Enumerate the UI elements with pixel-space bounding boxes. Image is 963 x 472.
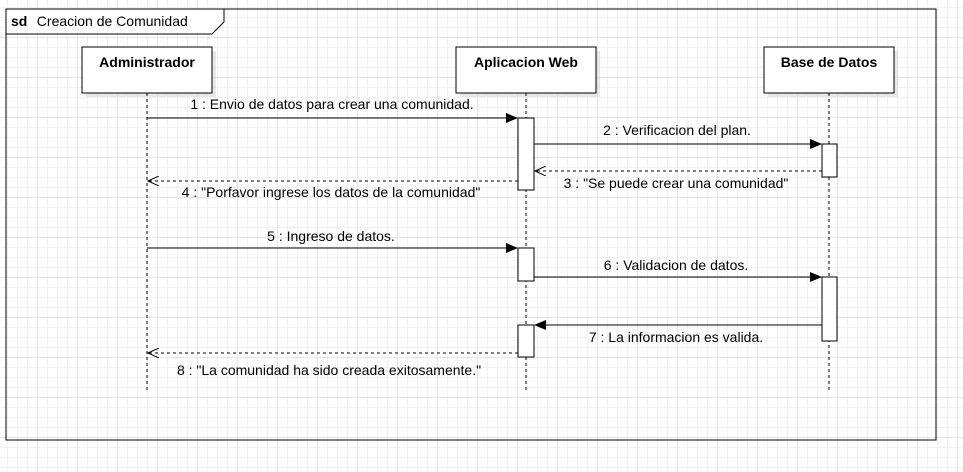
activation-db-2[interactable] bbox=[821, 276, 838, 342]
lifeline-administrador[interactable]: Administrador bbox=[81, 46, 216, 393]
diagram-frame bbox=[5, 8, 937, 441]
activation-web-3[interactable] bbox=[517, 324, 535, 358]
lifeline-label-aplicacion-web: Aplicacion Web bbox=[474, 54, 578, 70]
message-5[interactable]: 5 : Ingreso de datos. bbox=[147, 228, 518, 253]
message-label-2: 2 : Verificacion del plan. bbox=[603, 122, 751, 138]
lifeline-head bbox=[455, 46, 597, 94]
frame-title: sd Creacion de Comunidad bbox=[11, 13, 188, 30]
message-label-4: 4 : "Porfavor ingrese los datos de la co… bbox=[182, 184, 481, 200]
message-label-6: 6 : Validacion de datos. bbox=[604, 257, 749, 273]
message-label-1: 1 : Envio de datos para crear una comuni… bbox=[190, 96, 473, 112]
message-label-3: 3 : "Se puede crear una comunidad" bbox=[564, 175, 789, 191]
frame-tab bbox=[5, 8, 225, 35]
lifeline-label-base-de-datos: Base de Datos bbox=[781, 54, 878, 70]
message-label-5: 5 : Ingreso de datos. bbox=[267, 228, 395, 244]
frame-name: Creacion de Comunidad bbox=[37, 13, 188, 29]
lifeline-base-de-datos[interactable]: Base de Datos bbox=[763, 46, 898, 393]
frame-keyword: sd bbox=[11, 13, 27, 29]
activation-web-1[interactable] bbox=[517, 117, 535, 191]
message-8[interactable]: 8 : "La comunidad ha sido creada exitosa… bbox=[148, 353, 518, 378]
message-1[interactable]: 1 : Envio de datos para crear una comuni… bbox=[147, 96, 518, 123]
message-6[interactable]: 6 : Validacion de datos. bbox=[534, 257, 822, 282]
message-label-8: 8 : "La comunidad ha sido creada exitosa… bbox=[177, 362, 481, 378]
activation-web-2[interactable] bbox=[517, 247, 535, 282]
activation-db-1[interactable] bbox=[821, 143, 838, 178]
message-label-7: 7 : La informacion es valida. bbox=[589, 329, 763, 345]
message-7[interactable]: 7 : La informacion es valida. bbox=[534, 320, 822, 345]
message-2[interactable]: 2 : Verificacion del plan. bbox=[534, 122, 822, 149]
message-4[interactable]: 4 : "Porfavor ingrese los datos de la co… bbox=[148, 181, 518, 200]
lifeline-label-administrador: Administrador bbox=[99, 54, 195, 70]
message-3[interactable]: 3 : "Se puede crear una comunidad" bbox=[535, 171, 822, 191]
